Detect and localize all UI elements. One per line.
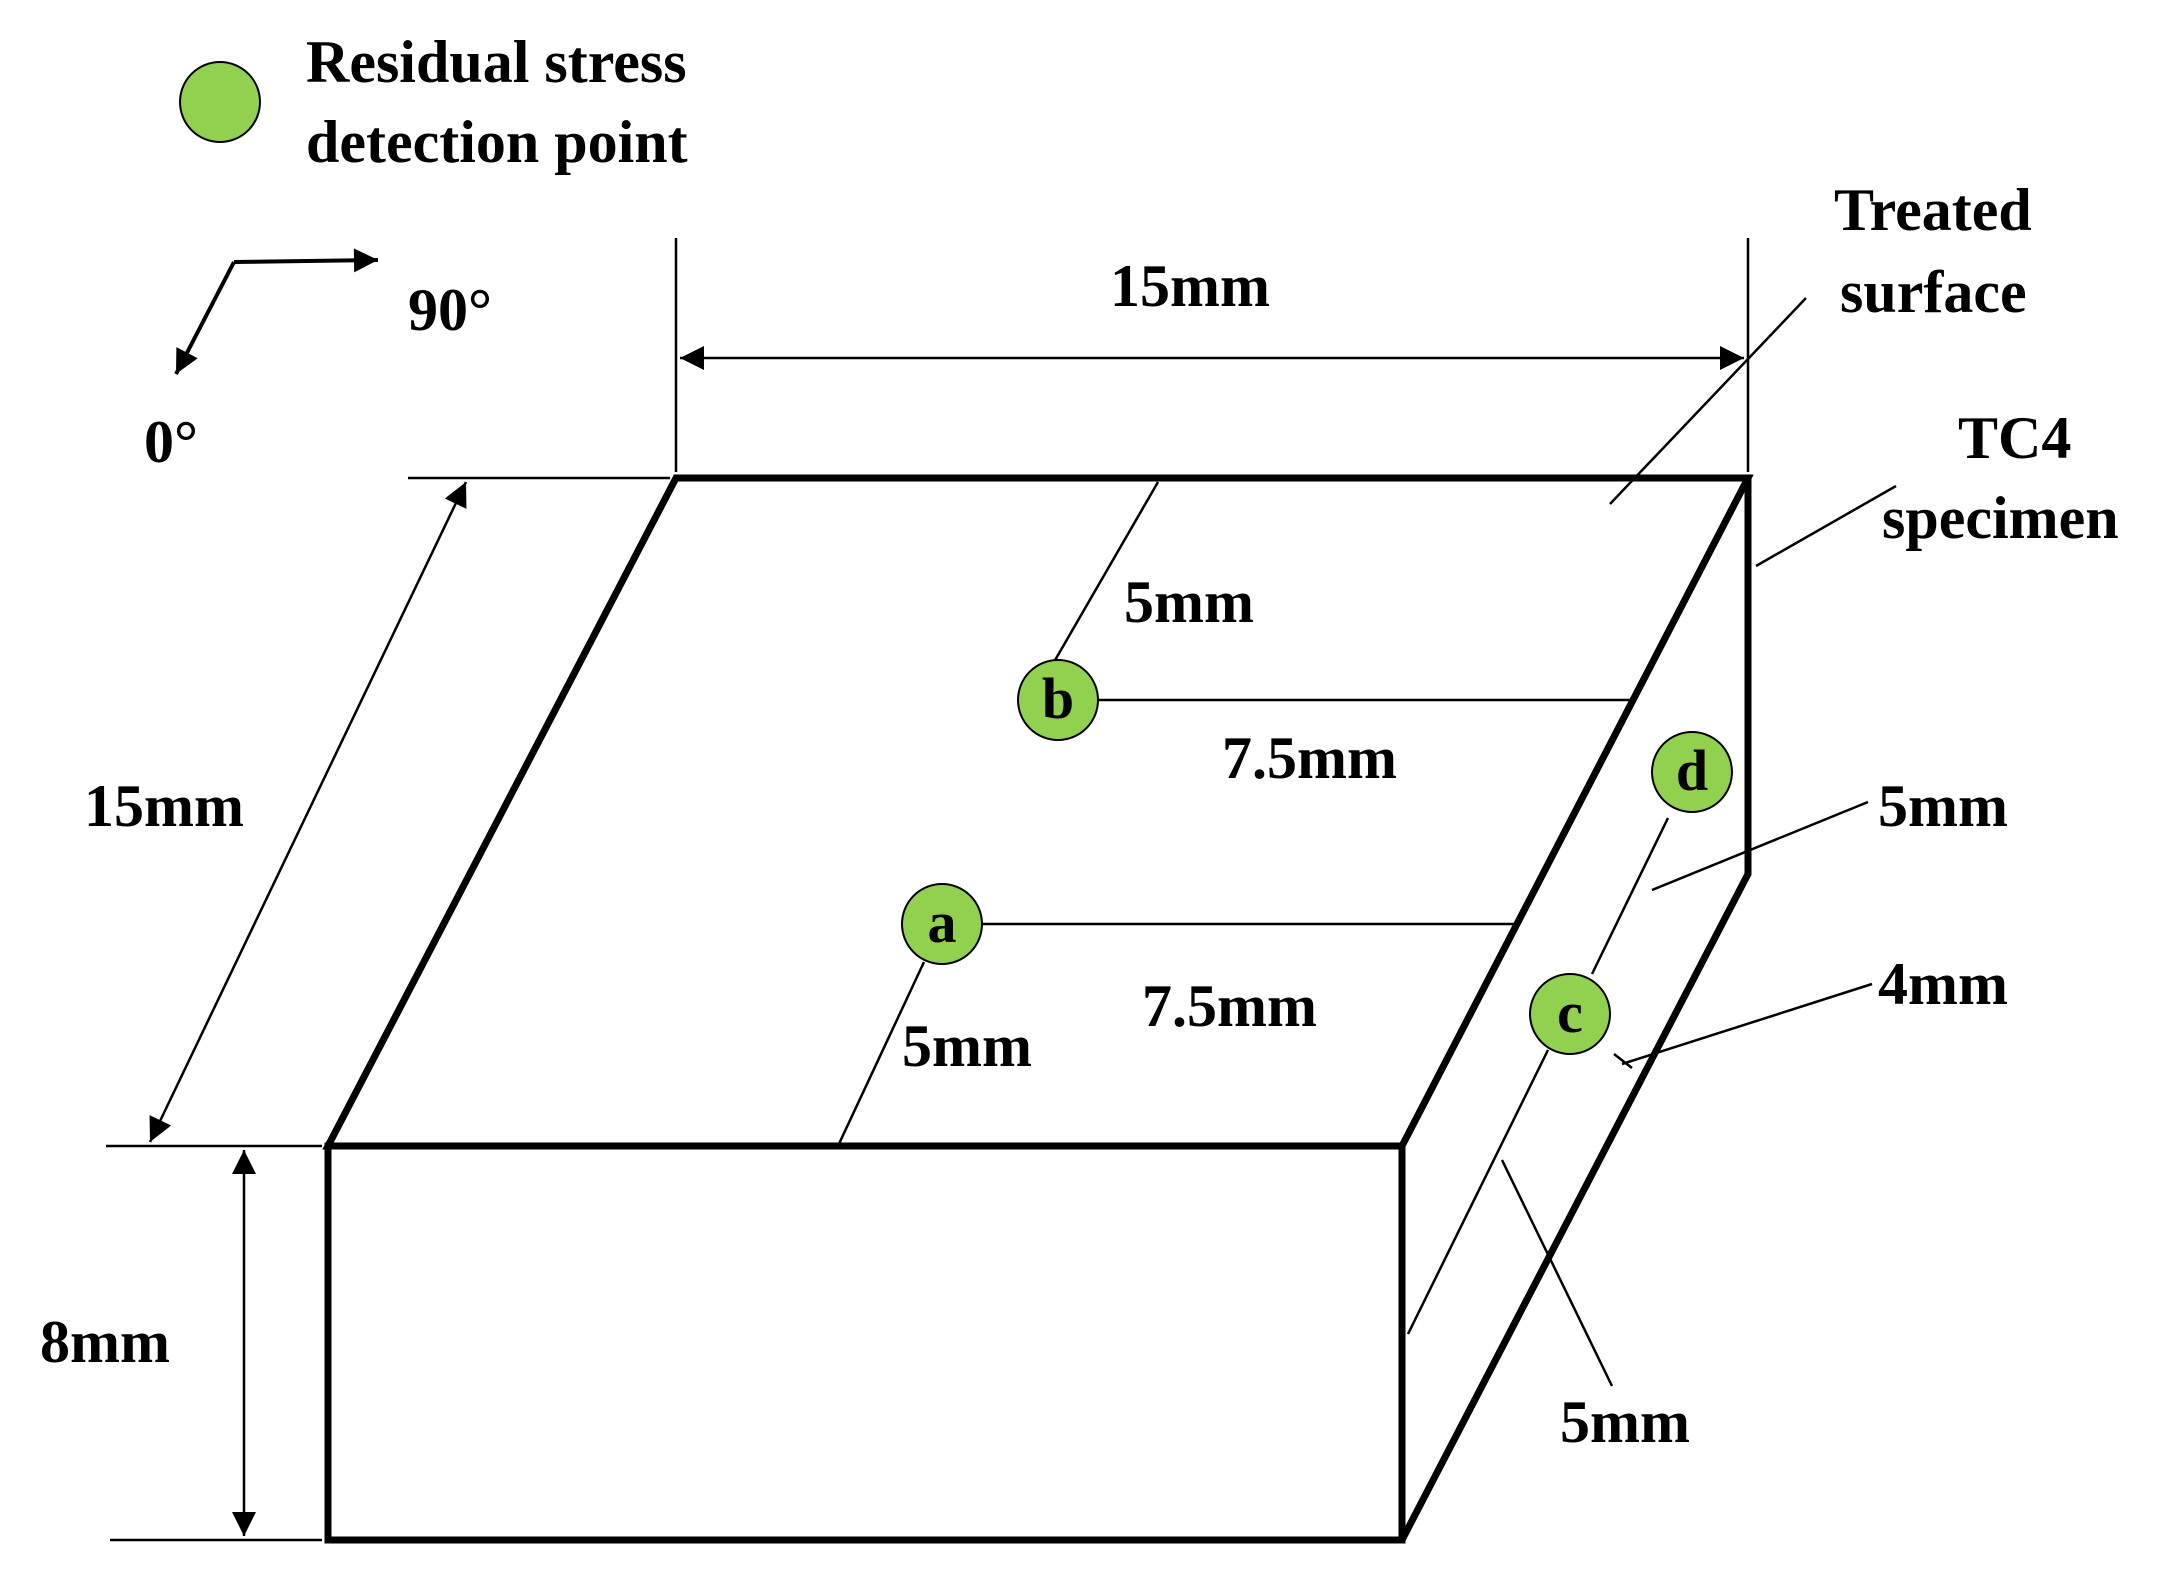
detection-point-d: d xyxy=(1651,731,1733,813)
block-top-face xyxy=(322,474,1754,1150)
b-offset-right-label: 7.5mm xyxy=(1222,725,1397,791)
point-d-marker xyxy=(1651,731,1733,813)
tc4-specimen-leader xyxy=(1755,484,1897,568)
treated-surface-label-line2: surface xyxy=(1840,259,2027,325)
detection-point-a: a xyxy=(901,883,983,965)
c-offset-label: 4mm xyxy=(1878,951,2008,1017)
top-width-label: 15mm xyxy=(1110,253,1270,319)
legend-label-line2: detection point xyxy=(306,109,688,175)
legend-marker-icon xyxy=(179,61,261,143)
point-b-label: b xyxy=(1042,666,1074,731)
dimension-top-width xyxy=(674,238,1750,472)
legend-label-line1: Residual stress xyxy=(306,29,687,95)
point-a-references xyxy=(836,922,1514,1147)
treated-surface-leader xyxy=(1609,297,1807,505)
point-c-label: c xyxy=(1557,980,1583,1045)
c-leader xyxy=(1621,982,1873,1066)
point-c-marker xyxy=(1529,973,1611,1055)
treated-surface-label-line1: Treated xyxy=(1834,177,2032,243)
point-d-label: d xyxy=(1676,738,1708,803)
depth-label: 15mm xyxy=(84,773,244,839)
orientation-90-arrow-icon xyxy=(233,248,379,273)
callout-leaders xyxy=(1609,297,1897,568)
orientation-0-label: 0° xyxy=(144,409,198,475)
point-a-label: a xyxy=(928,890,957,955)
depth-arrow-icon xyxy=(148,481,468,1143)
legend: Residual stress detection point xyxy=(179,29,688,175)
height-label: 8mm xyxy=(40,1309,170,1375)
point-a-marker xyxy=(901,883,983,965)
orientation-0-arrow-icon xyxy=(174,261,236,375)
point-b-references xyxy=(1052,481,1630,702)
detection-point-b: b xyxy=(1017,659,1099,741)
right-face-references xyxy=(1406,800,1873,1387)
dimension-height xyxy=(110,1150,322,1542)
a-offset-right-label: 7.5mm xyxy=(1142,973,1317,1039)
dimension-depth xyxy=(106,476,670,1148)
orientation-indicator: 90° 0° xyxy=(144,248,492,475)
block-right-face xyxy=(1398,478,1752,1542)
c-bottom-offset-label: 5mm xyxy=(1560,1389,1690,1455)
tc4-label-line1: TC4 xyxy=(1958,405,2071,471)
orientation-90-label: 90° xyxy=(408,277,492,343)
d-leader xyxy=(1651,800,1869,892)
detection-point-c: c xyxy=(1529,973,1611,1055)
b-offset-back-label: 5mm xyxy=(1124,569,1254,635)
block-front-face xyxy=(324,1142,1406,1544)
tc4-label-line2: specimen xyxy=(1882,485,2119,551)
d-offset-label: 5mm xyxy=(1878,773,2008,839)
a-offset-front-label: 5mm xyxy=(902,1013,1032,1079)
point-b-marker xyxy=(1017,659,1099,741)
